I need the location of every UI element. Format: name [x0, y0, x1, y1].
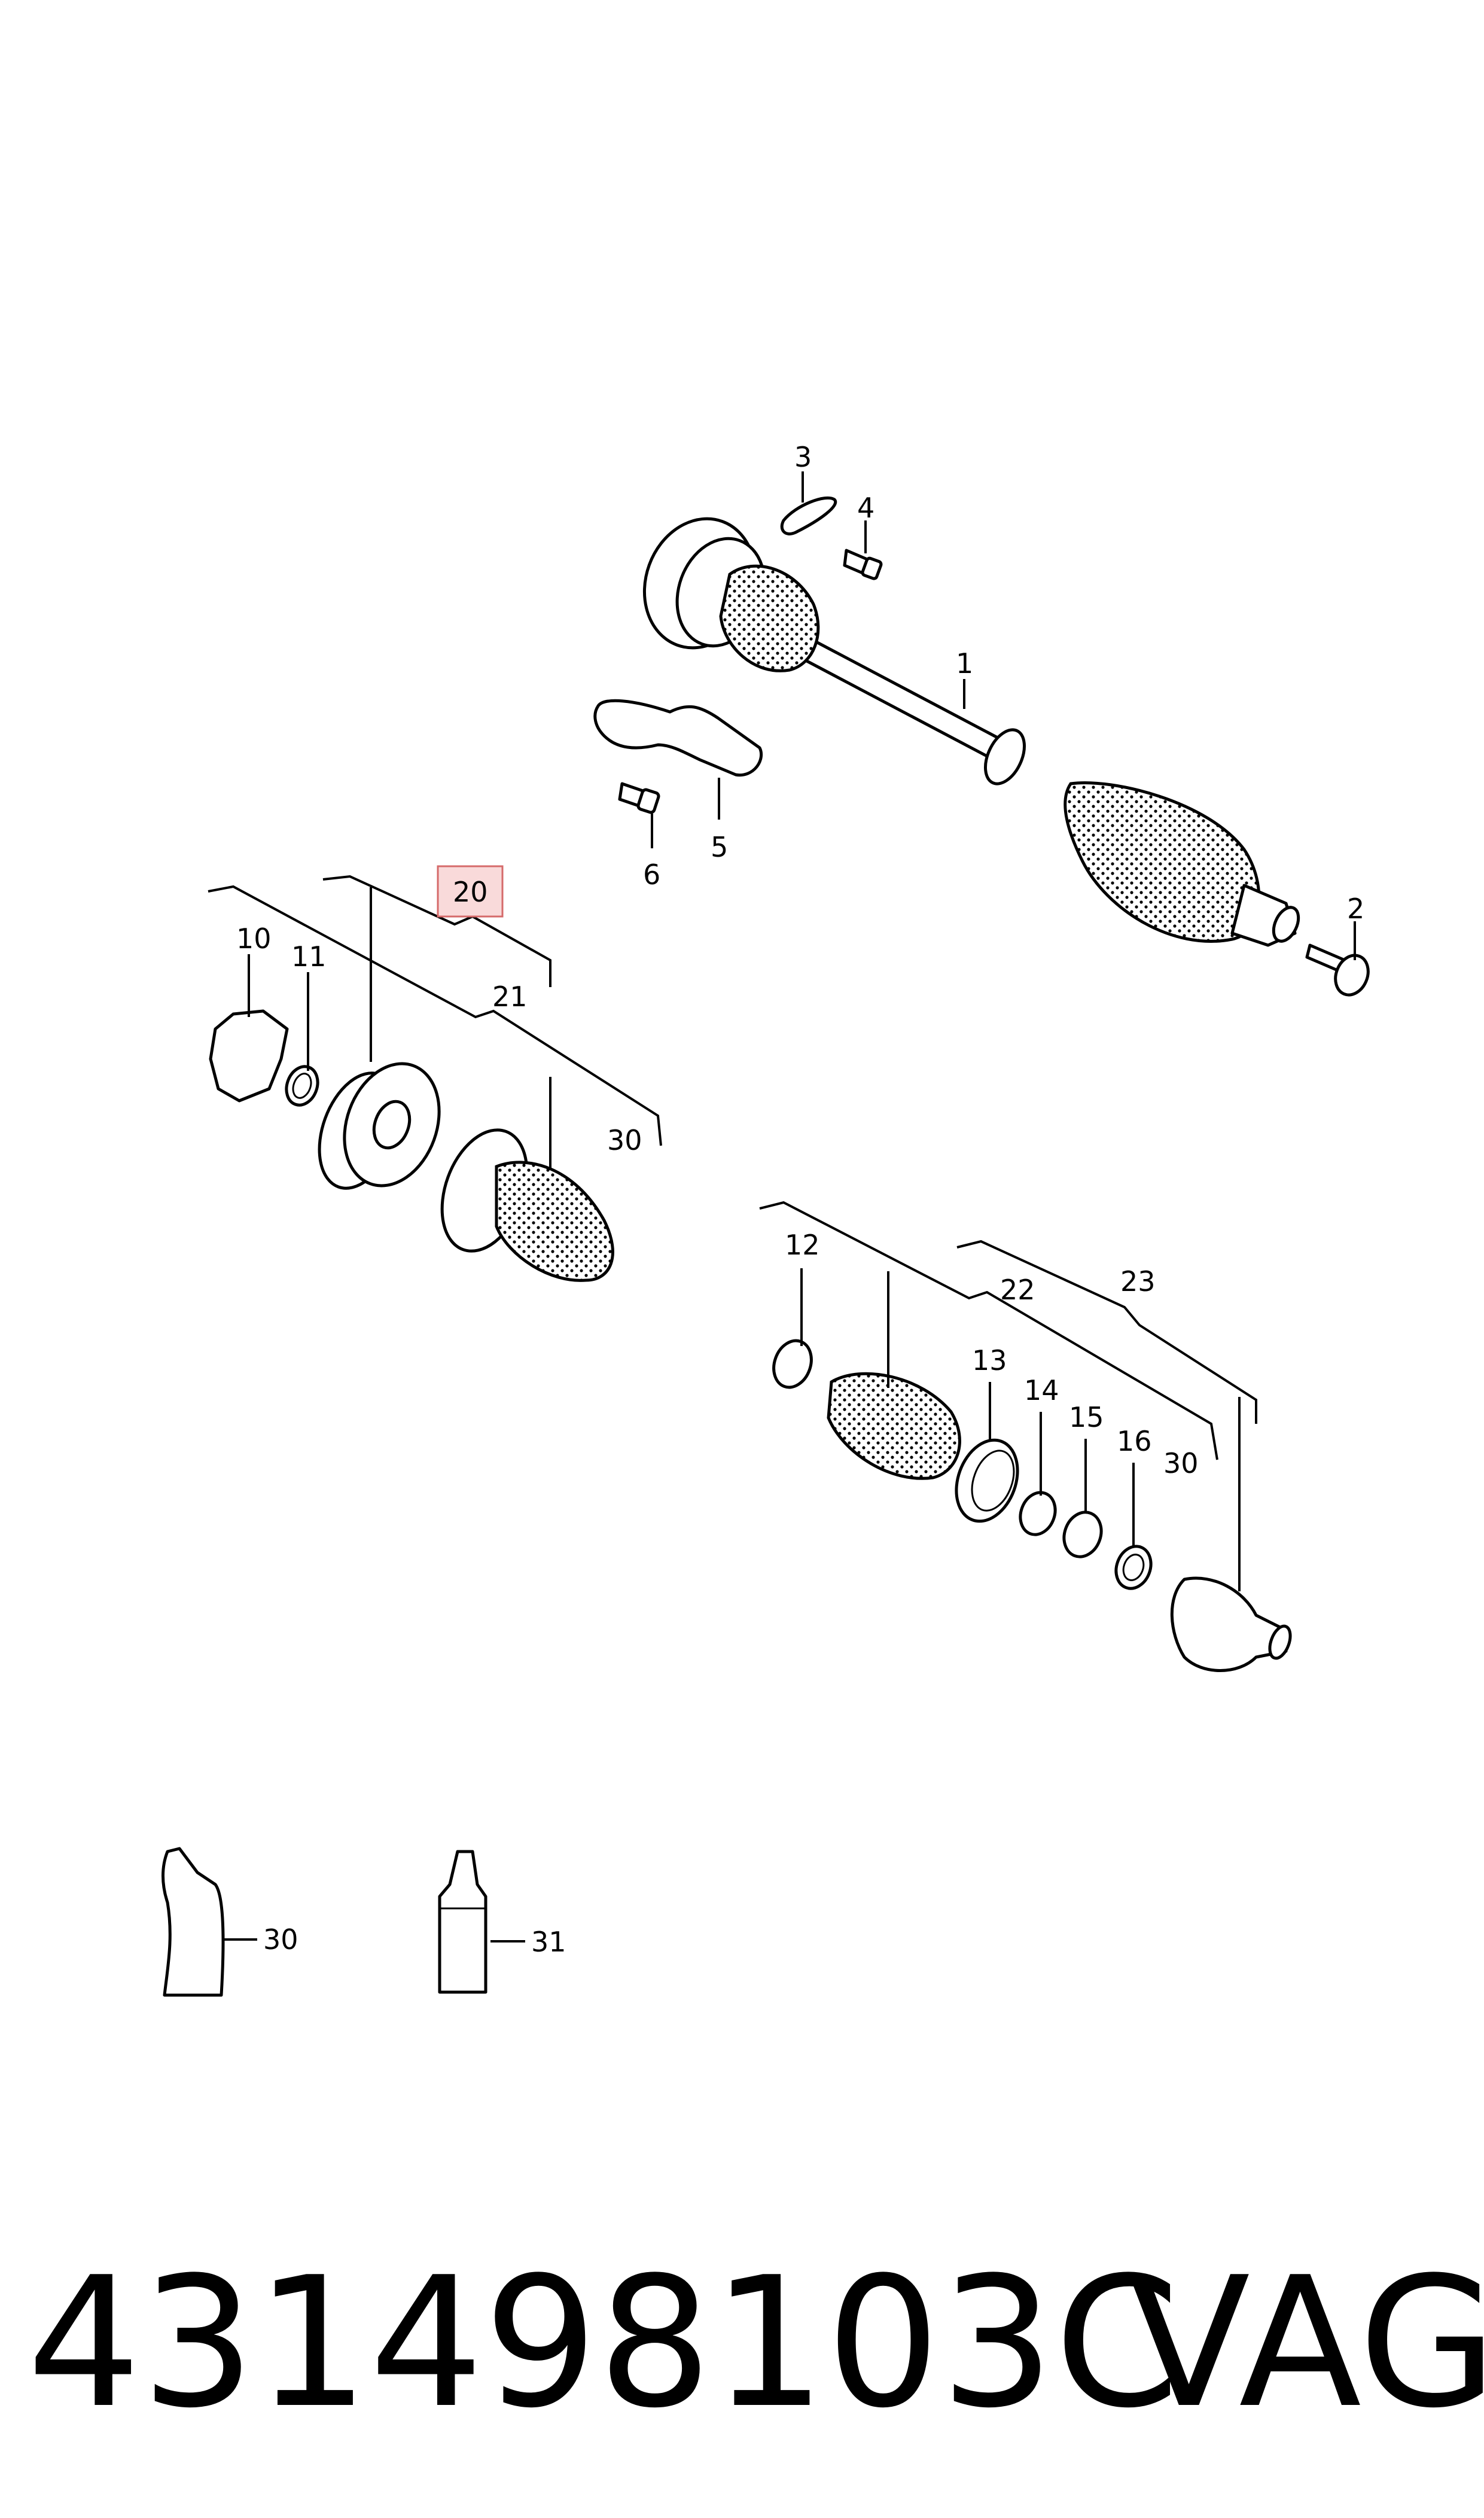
part-6-bolt	[618, 782, 660, 814]
callout-14: 14	[1024, 1374, 1059, 1406]
part-23-outer-joint	[1170, 1576, 1292, 1672]
callout-20-highlight	[437, 865, 504, 918]
callout-5: 5	[711, 831, 728, 863]
callout-2: 2	[1347, 893, 1364, 925]
callout-12: 12	[785, 1229, 820, 1261]
callout-3: 3	[794, 441, 812, 473]
callout-6: 6	[643, 858, 660, 891]
part-5-heat-shield	[593, 699, 763, 777]
callout-16: 16	[1117, 1425, 1152, 1457]
leader-lines	[208, 471, 1356, 1942]
callout-30-left: 30	[607, 1124, 642, 1156]
callout-23: 23	[1120, 1265, 1156, 1298]
part-11-circlip	[285, 1065, 319, 1107]
part-4-bolt	[843, 549, 883, 580]
callout-10: 10	[236, 922, 272, 955]
part-31-bottle	[438, 1850, 487, 1994]
part-13-clamp	[955, 1438, 1019, 1523]
part-3-clip	[780, 496, 837, 535]
part-10-gasket	[209, 1009, 289, 1103]
part-number: 431498103C	[27, 2239, 1180, 2447]
drive-shaft-assembly	[642, 517, 1300, 947]
callout-22: 22	[1000, 1274, 1035, 1306]
callout-11: 11	[291, 940, 327, 973]
part-2-flange-bolt	[1305, 943, 1370, 997]
part-12-clamp	[772, 1339, 813, 1389]
callout-13: 13	[972, 1344, 1007, 1377]
part-22-boot	[827, 1372, 961, 1480]
callout-4: 4	[857, 492, 874, 524]
part-16-circlip	[1114, 1545, 1153, 1590]
part-21-boot	[440, 1128, 614, 1282]
callout-30-right: 30	[1163, 1447, 1199, 1479]
callout-labels: 3 4 1 5 6 2 10 11 20 21 30 12 22 23 13 1…	[236, 441, 1364, 1958]
part-14-washer	[1019, 1491, 1057, 1536]
callout-20: 20	[453, 876, 488, 908]
callout-21: 21	[492, 981, 528, 1013]
callout-31: 31	[531, 1926, 566, 1958]
part-30-grease-tube	[161, 1847, 225, 1997]
callout-15: 15	[1069, 1401, 1104, 1433]
callout-30-tube: 30	[263, 1923, 298, 1956]
callout-1: 1	[956, 647, 973, 680]
part-20-cv-joint	[318, 1062, 441, 1190]
part-15-ring	[1062, 1511, 1103, 1558]
brand: VAG	[1128, 2239, 1484, 2447]
